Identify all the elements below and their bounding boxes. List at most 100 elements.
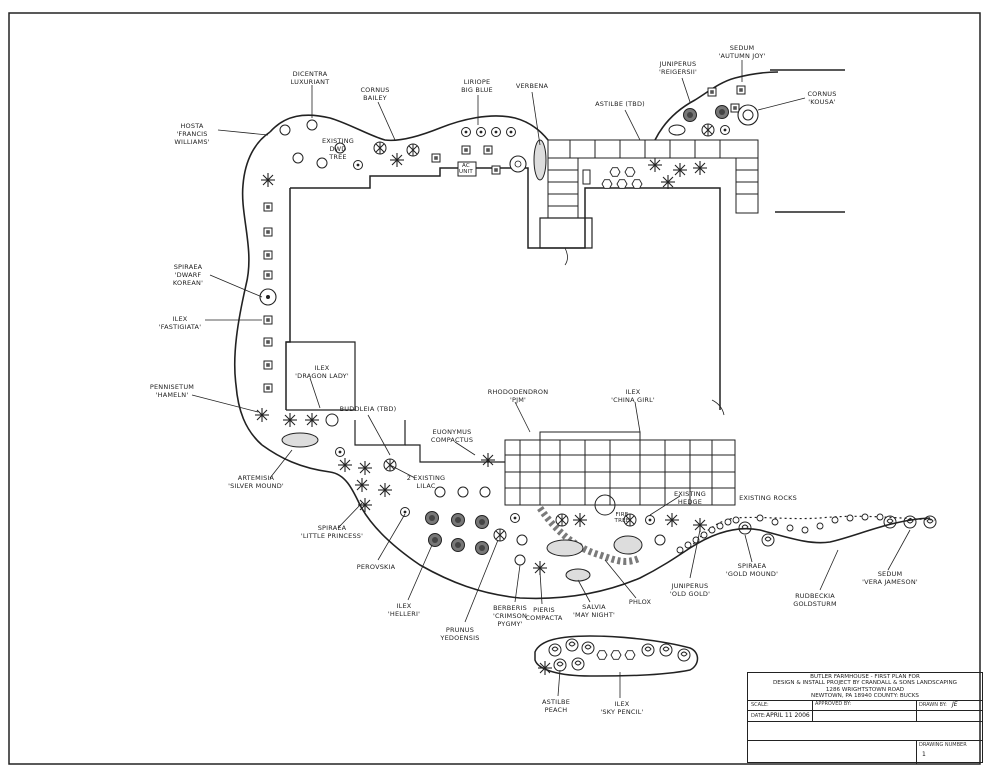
title-line: DESIGN & INSTALL PROJECT BY CRANDALL & S… [773, 680, 957, 687]
label-line: PIERIS [533, 606, 555, 614]
label-pennisetum: PENNISETUM 'HAMELN' [150, 383, 194, 399]
label-existing-lilac: 2 EXISTING LILAC [407, 474, 446, 490]
label-line: SEDUM [729, 44, 755, 52]
label-prunus: PRUNUS YEDOENSIS [440, 626, 479, 642]
label-line: ASTILBE (TBD) [595, 100, 645, 108]
label-line: 'PJM' [509, 396, 527, 404]
approved-by-label: APPROVED BY: [815, 701, 852, 707]
title-block-heading: BUTLER FARMHOUSE - FIRST PLAN FOR DESIGN… [748, 673, 982, 700]
label-line: BUDDLEIA (TBD) [339, 405, 397, 413]
scale-label: SCALE: [751, 702, 769, 708]
label-line: PEACH [544, 706, 568, 714]
drawing-number-value: 1 [922, 751, 926, 758]
label-dicentra: DICENTRA LUXURIANT [291, 70, 330, 86]
label-line: BIG BLUE [461, 86, 493, 94]
label-astilbe-peach: ASTILBE PEACH [542, 698, 570, 714]
label-spiraea-dwarf: SPIRAEA 'DWARF KOREAN' [173, 263, 203, 287]
label-line: 'OLD GOLD' [669, 590, 711, 598]
label-verbena: VERBENA [516, 82, 548, 90]
label-astilbe-tbd: ASTILBE (TBD) [595, 100, 645, 108]
label-buddleia: BUDDLEIA (TBD) [340, 405, 397, 413]
label-line: ASTILBE [541, 698, 571, 706]
label-line: ARTEMISIA [237, 474, 275, 482]
label-line: 'REIGERSII' [659, 68, 697, 76]
label-line: SPIRAEA [737, 562, 767, 570]
label-line: 'DWARF [174, 271, 202, 279]
label-line: EUONYMUS [432, 428, 472, 436]
label-line: 'HAMELN' [155, 391, 189, 399]
label-line: JUNIPERUS [659, 60, 697, 68]
label-line: YEDOENSIS [440, 634, 480, 642]
label-line: DWD [329, 145, 347, 153]
label-line: 'HELLERI' [387, 610, 421, 618]
label-salvia: SALVIA 'MAY NIGHT' [573, 603, 615, 619]
label-line: 'DRAGON LADY' [295, 372, 349, 380]
label-sedum-vera: SEDUM 'VERA JAMESON' [862, 570, 918, 586]
title-block-divider [916, 740, 917, 764]
label-line: LIRIOPE [463, 78, 491, 86]
label-line: CORNUS [807, 90, 837, 98]
label-juniperus-reigersii: JUNIPERUS 'REIGERSII' [659, 60, 697, 76]
label-ilex-dragon-lady: ILEX 'DRAGON LADY' [295, 364, 349, 380]
title-block: BUTLER FARMHOUSE - FIRST PLAN FOR DESIGN… [747, 672, 983, 764]
label-line: ILEX [625, 388, 641, 396]
label-line: 2 EXISTING [406, 474, 446, 482]
label-line: CORNUS [360, 86, 390, 94]
label-line: TREE [329, 153, 347, 161]
title-line: 1286 WRIGHTSTOWN ROAD [825, 686, 905, 693]
label-line: PHLOX [628, 598, 652, 606]
label-line: SPIRAEA [317, 524, 347, 532]
label-line: PEROVSKIA [356, 563, 396, 571]
label-cornus-bailey: CORNUS BAILEY [360, 86, 389, 102]
label-juniperus-old-gold: JUNIPERUS 'OLD GOLD' [670, 582, 710, 598]
title-block-divider [812, 700, 813, 721]
label-spiraea-gold: SPIRAEA 'GOLD MOUND' [726, 562, 778, 578]
label-phlox: PHLOX [629, 598, 651, 606]
label-line: 'AUTUMN JOY' [718, 52, 766, 60]
label-cornus-kousa: CORNUS 'KOUSA' [807, 90, 836, 106]
label-line: ILEX [396, 602, 412, 610]
label-existing-tree: EXISTING DWD TREE [322, 137, 354, 161]
label-line: DICENTRA [292, 70, 328, 78]
label-line: 'GOLD MOUND' [725, 570, 779, 578]
label-line: SPIRAEA [173, 263, 203, 271]
label-line: FIRE [615, 512, 629, 518]
label-line: PYGMY' [497, 620, 523, 628]
label-fire-tree: FIRE TREE [615, 512, 630, 524]
label-line: COMPACTUS [430, 436, 474, 444]
label-line: BERBERIS [493, 604, 527, 612]
label-pieris: PIERIS COMPACTA [525, 606, 562, 622]
drawn-by-label: DRAWN BY: [919, 702, 947, 708]
label-line: 'VERA JAMESON' [862, 578, 918, 586]
date-label: DATE: [751, 713, 766, 719]
title-block-divider [916, 700, 917, 721]
label-ilex-helleri: ILEX 'HELLERI' [388, 602, 420, 618]
label-liriope: LIRIOPE BIG BLUE [461, 78, 493, 94]
label-line: 'MAY NIGHT' [572, 611, 616, 619]
label-line: TREE [614, 518, 630, 524]
label-euonymus: EUONYMUS COMPACTUS [431, 428, 473, 444]
label-line: AC [462, 163, 470, 169]
title-block-divider [748, 710, 982, 711]
label-sedum-autumn-joy: SEDUM 'AUTUMN JOY' [718, 44, 765, 60]
label-line: 'FASTIGIATA' [158, 323, 202, 331]
label-line: SALVIA [582, 603, 606, 611]
label-ilex-china-girl: ILEX 'CHINA GIRL' [611, 388, 655, 404]
label-line: EXISTING [322, 137, 354, 145]
label-existing-hedge: EXISTING HEDGE [674, 490, 706, 506]
label-ilex-sky-pencil: ILEX 'SKY PENCIL' [600, 700, 643, 716]
label-hosta: HOSTA 'FRANCIS WILLIAMS' [174, 122, 209, 146]
label-rudbeckia: RUDBECKIA GOLDSTURM [793, 592, 837, 608]
label-line: VERBENA [515, 82, 549, 90]
label-artemisia: ARTEMISIA 'SILVER MOUND' [228, 474, 284, 490]
label-line: BAILEY [363, 94, 387, 102]
label-line: GOLDSTURM [793, 600, 837, 608]
label-line: ILEX [314, 364, 330, 372]
label-line: 'CHINA GIRL' [611, 396, 655, 404]
label-line: WILLIAMS' [174, 138, 210, 146]
label-line: RUDBECKIA [795, 592, 835, 600]
label-line: 'FRANCIS [176, 130, 208, 138]
label-line: PENNISETUM [149, 383, 195, 391]
label-line: SEDUM [877, 570, 903, 578]
